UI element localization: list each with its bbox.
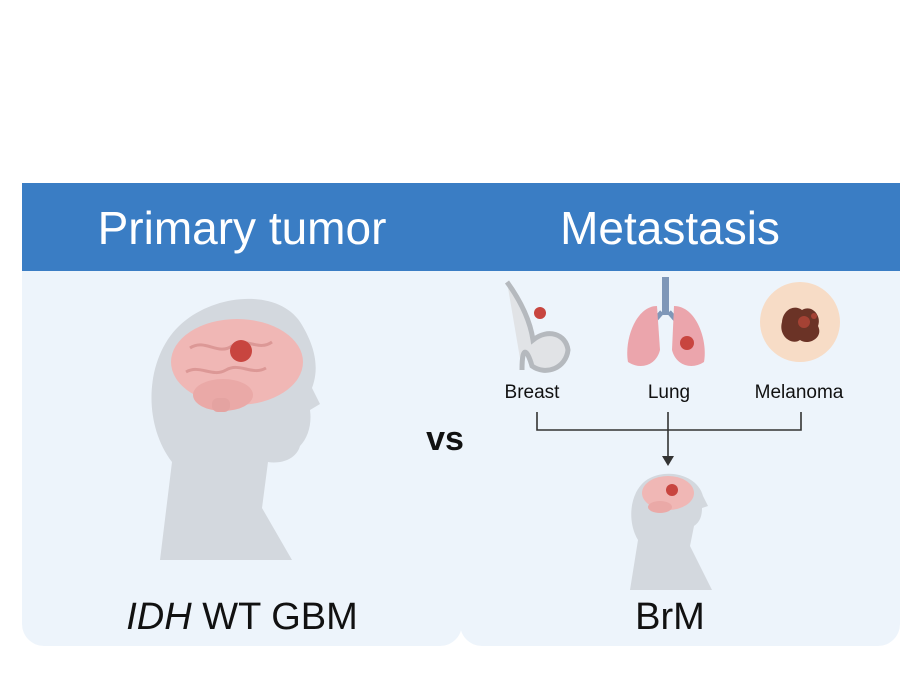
melanoma-icon [760, 282, 840, 362]
vs-label: vs [426, 420, 464, 458]
lung-icon [627, 277, 705, 366]
gene-name: IDH [126, 596, 192, 638]
merge-connector [536, 412, 802, 458]
gbm-caption-rest: WT GBM [191, 596, 358, 638]
small-tumor-icon [666, 484, 678, 496]
small-brain-icon [642, 476, 694, 513]
arrow-head-icon [662, 456, 674, 466]
lung-label: Lung [647, 382, 691, 403]
breast-label: Breast [504, 382, 560, 403]
large-tumor-icon [230, 340, 252, 362]
gbm-caption: IDH WT GBM [22, 596, 462, 639]
breast-icon [504, 280, 571, 373]
header-banner [22, 183, 900, 271]
large-brain-icon [171, 319, 303, 412]
primary-tumor-title: Primary tumor [97, 202, 387, 254]
metastasis-title: Metastasis [560, 202, 780, 254]
melanoma-label: Melanoma [754, 382, 844, 403]
brm-caption: BrM [635, 596, 705, 638]
